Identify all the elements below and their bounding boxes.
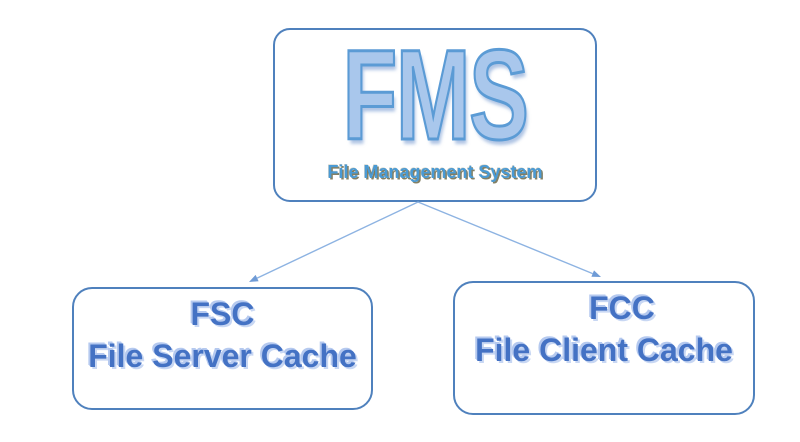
node-fsc-label: File Server Cache — [88, 338, 357, 374]
node-fms-label: File Management System — [327, 162, 543, 182]
node-fcc: FCC File Client Cache — [453, 281, 755, 415]
node-fms-abbr: FMS — [341, 24, 529, 167]
node-fsc-abbr: FSC — [190, 296, 255, 332]
arrow-fms-to-fcc — [417, 201, 601, 277]
node-fsc: FSC File Server Cache — [72, 287, 373, 410]
arrowhead-right-icon — [591, 270, 601, 277]
arrow-fms-to-fsc — [249, 201, 419, 282]
arrowhead-left-icon — [249, 274, 259, 282]
node-fcc-label: File Client Cache — [475, 332, 733, 368]
node-fcc-abbr: FCC — [589, 290, 655, 326]
node-fms: FMS File Management System — [273, 28, 597, 202]
